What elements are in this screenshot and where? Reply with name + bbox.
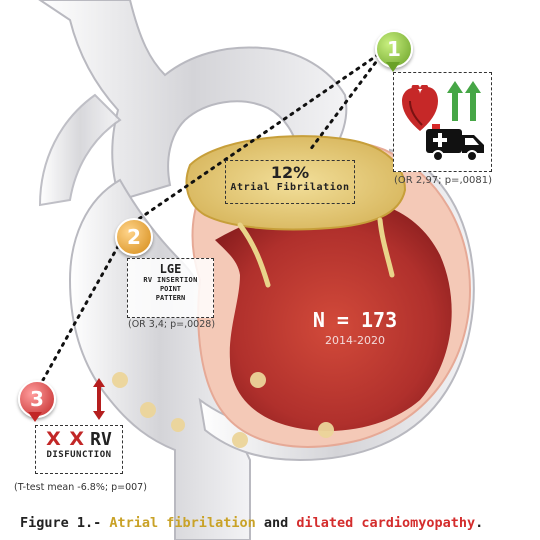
vessels (38, 0, 475, 540)
caption-prefix: Figure 1.- (20, 515, 110, 531)
rv-crosses: X X (46, 428, 86, 450)
caption-and: and (255, 515, 297, 531)
valve-chordae (237, 217, 395, 288)
rv-stat: (T-test mean -6.8%; p=007) (14, 482, 147, 493)
hospitalization-box (393, 72, 492, 172)
marker-1-label: 1 (387, 37, 401, 61)
lge-line3: PATTERN (155, 294, 186, 302)
arrow-up-icon (446, 81, 482, 125)
ambulance-icon (424, 123, 486, 167)
caption-dot: . (475, 515, 484, 531)
caption-af: Atrial fibrilation (109, 515, 256, 531)
connector-lines (41, 48, 387, 382)
rv-disfunction-label: DISFUNCTION (46, 450, 112, 460)
lge-box: LGE RV INSERTION POINT PATTERN (127, 258, 214, 318)
hospitalization-stat: (OR 2,97; p=,0081) (394, 175, 492, 186)
marker-1: 1 (375, 30, 413, 68)
arrow-up-down-icon (92, 378, 106, 424)
lge-dots (112, 372, 334, 448)
left-ventricle (215, 199, 452, 432)
caption-dcm: dilated cardiomyopathy (296, 515, 476, 531)
lge-line1: RV INSERTION (143, 276, 198, 284)
af-label: Atrial Fibrilation (230, 182, 350, 193)
lge-stat: (OR 3,4; p=,0028) (128, 319, 216, 330)
figure-caption: Figure 1.- Atrial fibrilation and dilate… (20, 515, 530, 531)
rv-label: RV (90, 429, 112, 450)
study-years: 2014-2020 (325, 334, 385, 347)
marker-3-pointer (28, 412, 42, 422)
sample-size: N = 173 (312, 308, 398, 332)
marker-3-label: 3 (30, 387, 44, 411)
af-percentage: 12% (270, 163, 310, 182)
rv-dysfunction-box: X X RV DISFUNCTION (35, 425, 123, 474)
left-atrium (185, 135, 407, 231)
lge-title: LGE (159, 262, 182, 276)
heart-icon (400, 84, 440, 137)
marker-2: 2 (115, 218, 153, 256)
marker-2-label: 2 (127, 225, 141, 249)
rv-title-row: X X RV (36, 428, 122, 450)
atrial-fibrilation-box: 12% Atrial Fibrilation (225, 160, 355, 204)
lge-line2: POINT (159, 285, 182, 293)
marker-1-pointer (386, 62, 400, 72)
